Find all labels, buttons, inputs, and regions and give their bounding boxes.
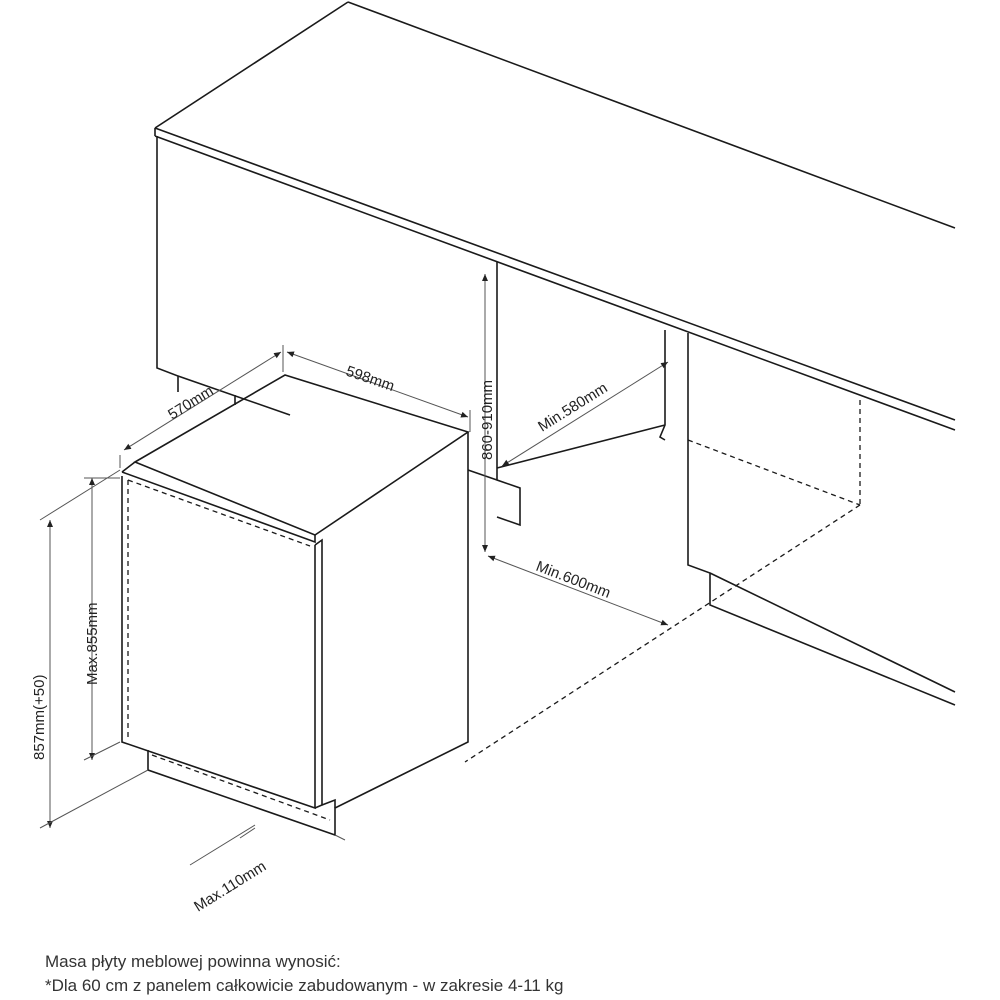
min-depth-label: Min.580mm (535, 379, 610, 435)
max-door-height-label: Max.855mm (84, 602, 101, 685)
note-line-2: *Dla 60 cm z panelem całkowicie zabudowa… (45, 976, 564, 995)
max-plinth-label: Max.110mm (191, 858, 269, 916)
width-label: 598mm (344, 363, 397, 395)
cabinets (156, 136, 956, 763)
dishwasher (121, 374, 470, 837)
niche-height-label: 860-910mm (479, 380, 496, 460)
dimension-lines (39, 274, 669, 866)
countertop (154, 1, 956, 431)
height-label: 857mm(+50) (31, 675, 48, 760)
note-line-1: Masa płyty meblowej powinna wynosić: (45, 952, 341, 971)
depth-label: 570mm (165, 382, 216, 423)
min-width-label: Min.600mm (534, 558, 613, 602)
